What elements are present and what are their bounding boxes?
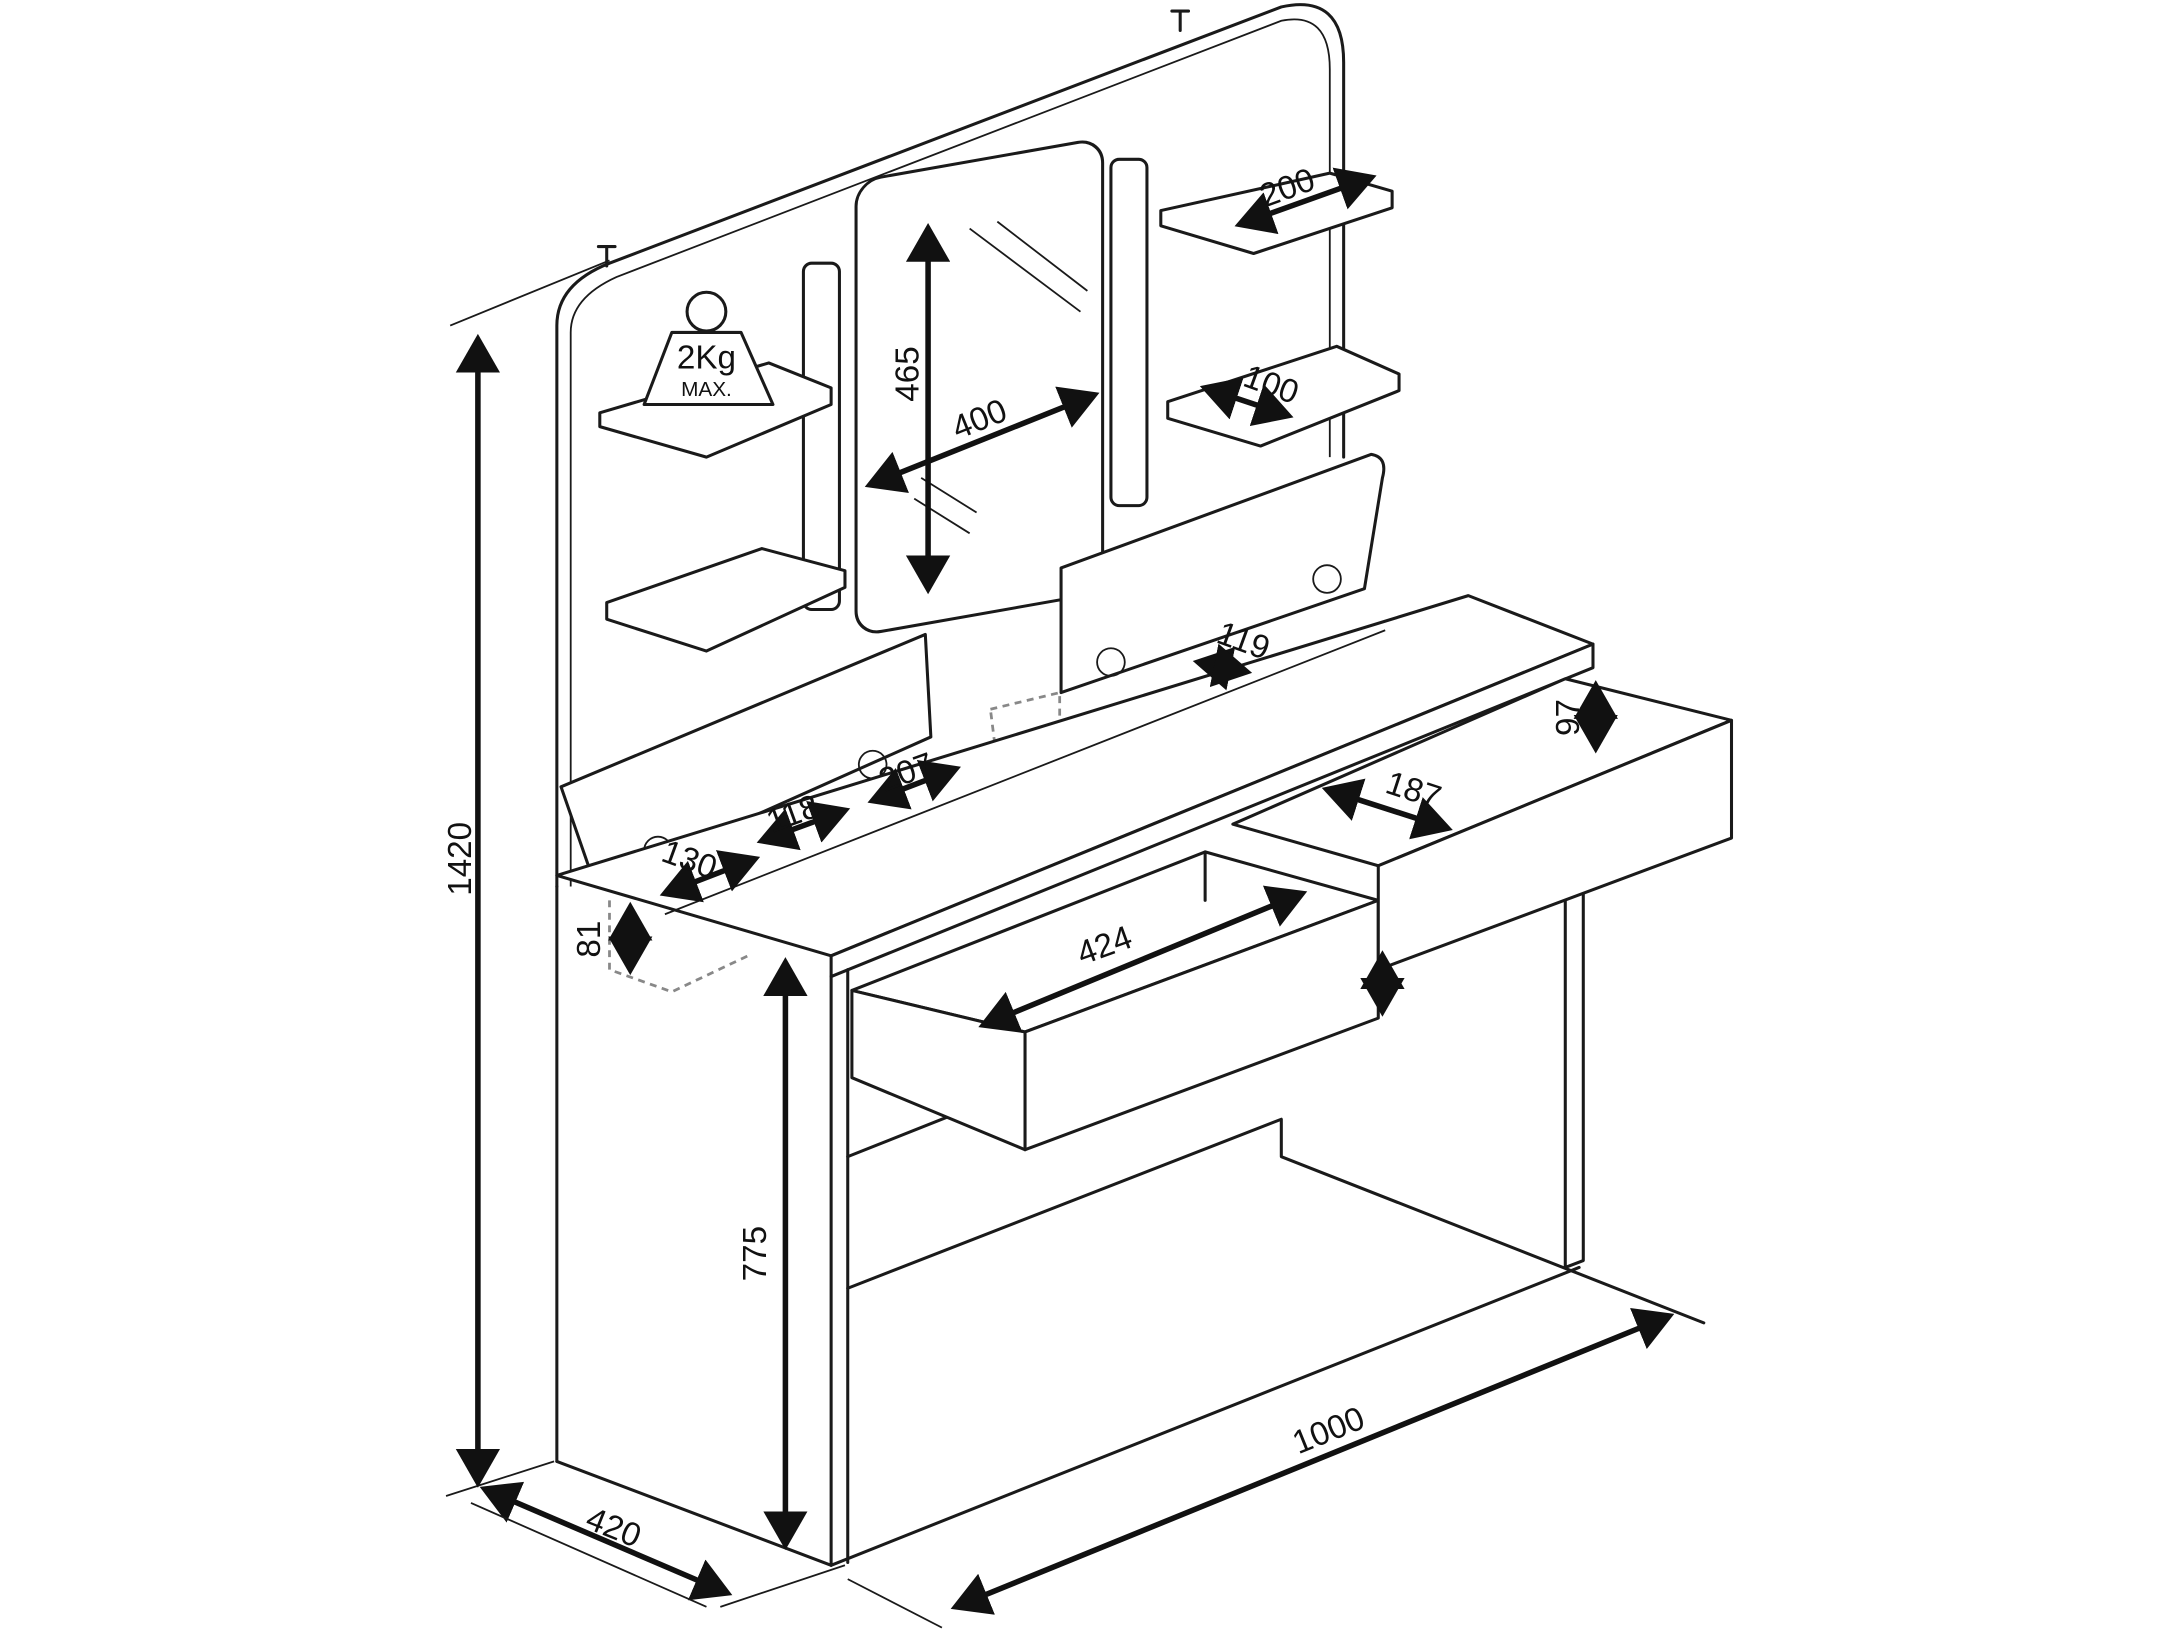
wall-screw-icon xyxy=(596,9,1191,268)
weight-max-label: MAX. xyxy=(681,378,732,401)
weight-load-label: 2Kg xyxy=(677,339,736,376)
flip-lids xyxy=(559,452,1386,994)
dim-total-depth: 420 xyxy=(581,1500,646,1555)
dim-top-depth: 81 xyxy=(571,921,608,958)
dim-total-height: 1420 xyxy=(442,822,479,896)
dimension-lines xyxy=(445,167,1675,1629)
dim-desk-height: 775 xyxy=(737,1226,774,1281)
dim-right-drawer-height: 97 xyxy=(1550,699,1587,736)
dim-mirror-height: 465 xyxy=(889,346,926,401)
weight-limit-badge: 2Kg MAX. xyxy=(642,290,775,407)
